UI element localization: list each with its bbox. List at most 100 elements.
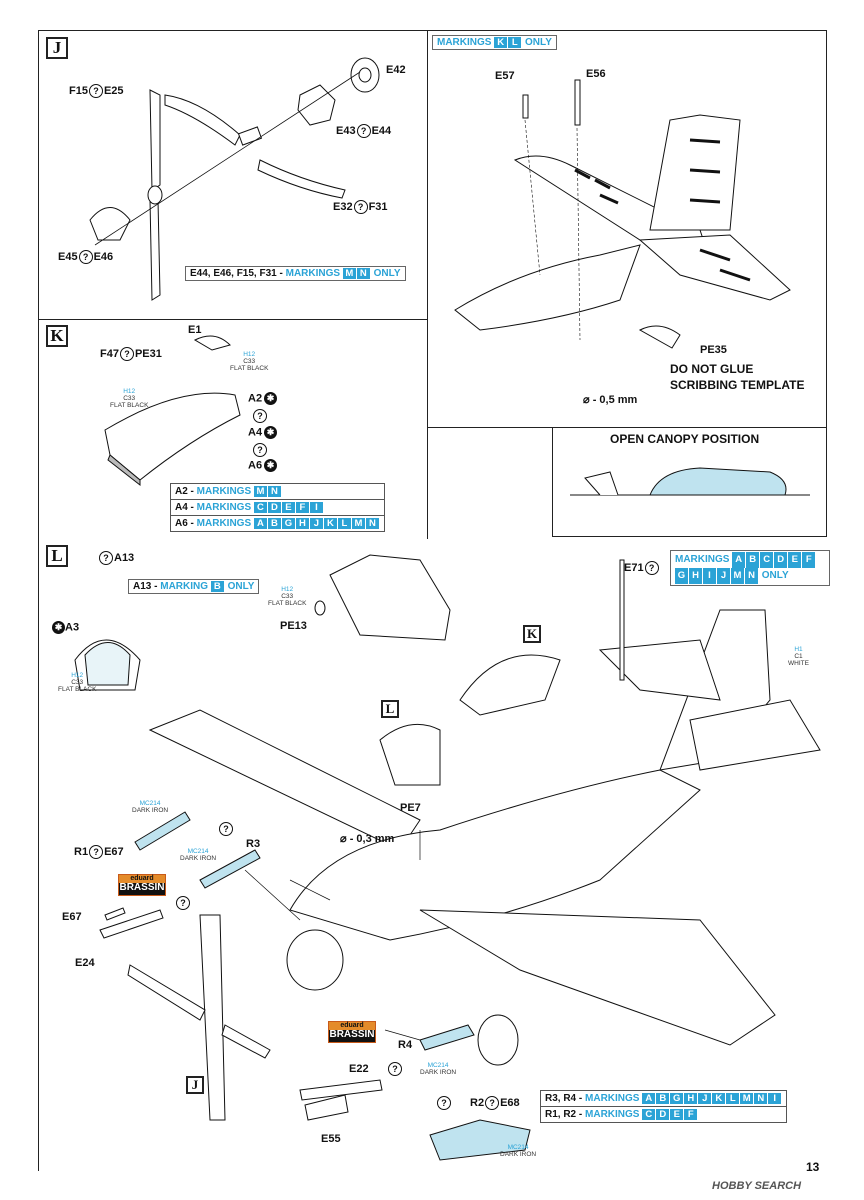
label-e43: E43 <box>336 124 356 137</box>
marking-letter: M <box>253 486 267 497</box>
question-r2: ? <box>436 1096 452 1110</box>
brassin-top: eduard <box>119 875 165 883</box>
label-a6-text: A6 <box>248 459 263 472</box>
marking-letter: K <box>712 1093 726 1104</box>
label-f47-pe31: F47?PE31 <box>100 347 162 361</box>
dark-iron-callout-3: MC214 DARK IRON <box>420 1062 456 1076</box>
label-e42: E42 <box>386 64 406 76</box>
label-e32: E32 <box>333 200 353 213</box>
paint-code: C33 <box>71 679 84 686</box>
label-e1: E1 <box>188 324 202 336</box>
markings-parts: A13 - <box>133 581 161 592</box>
question-icon: ? <box>89 845 104 859</box>
marking-letter: N <box>745 568 758 584</box>
marking-letter: H <box>684 1093 698 1104</box>
paint-callout-k-1: H12 C33 FLAT BLACK <box>230 351 268 372</box>
marking-letter: C <box>253 502 267 513</box>
marking-letter: C <box>760 552 774 568</box>
paint-code: H12 <box>71 672 84 679</box>
label-pe35: PE35 <box>700 344 727 356</box>
label-pe31: PE31 <box>134 347 162 360</box>
question-e22: ? <box>387 1062 403 1076</box>
label-r3: R3 <box>246 838 261 850</box>
label-f47: F47 <box>100 347 119 360</box>
paint-name: DARK IRON <box>132 807 169 814</box>
table-part: A4 - <box>175 502 197 513</box>
marking-letter: M <box>351 518 365 529</box>
marking-letter: I <box>703 568 716 584</box>
markings-word: MARKINGS <box>196 518 252 529</box>
paint-code: C1 <box>794 653 803 660</box>
paint-callout-l: H12 C33 FLAT BLACK <box>58 672 96 693</box>
label-e45-e46: E45?E46 <box>58 250 113 264</box>
page-number: 13 <box>806 1160 820 1174</box>
marking-letter: I <box>768 1093 782 1104</box>
marking-letter: J <box>717 568 730 584</box>
marking-letter: D <box>267 502 281 513</box>
panel-main <box>38 539 827 1171</box>
label-pe13: PE13 <box>280 620 307 632</box>
label-e22: E22 <box>349 1063 369 1075</box>
label-a2: A2✱ <box>248 392 278 405</box>
marking-letter: B <box>267 518 281 529</box>
markings-suffix: ONLY <box>373 268 401 279</box>
label-f15-e25: F15?E25 <box>69 84 124 98</box>
question-icon: ? <box>119 347 134 361</box>
table-part: R1, R2 - <box>545 1109 586 1120</box>
paint-code: C33 <box>123 395 136 402</box>
label-a13: ?A13 <box>98 551 134 565</box>
paint-name: FLAT BLACK <box>58 686 97 693</box>
star-icon: ✱ <box>264 459 278 472</box>
dark-iron-callout-4: MC214 DARK IRON <box>500 1144 536 1158</box>
dark-iron-callout-2: MC214 DARK IRON <box>180 848 216 862</box>
paint-name: DARK IRON <box>180 855 217 862</box>
table-part: A6 - <box>175 518 197 529</box>
label-e56: E56 <box>586 68 606 80</box>
marking-letter: E <box>788 552 802 568</box>
label-a4-text: A4 <box>248 426 263 439</box>
question-icon: ? <box>88 84 103 98</box>
label-f31: F31 <box>368 200 388 213</box>
marking-letter: F <box>295 502 309 513</box>
paint-name: FLAT BLACK <box>230 365 269 372</box>
paint-code: MC214 <box>507 1144 529 1151</box>
panel-tail <box>427 30 827 428</box>
paint-code: MC214 <box>139 800 161 807</box>
question-icon: ? <box>99 551 113 565</box>
open-canopy-title: OPEN CANOPY POSITION <box>610 432 760 446</box>
note-do-not-glue: DO NOT GLUE <box>670 362 754 376</box>
markings-word: MARKINGS <box>585 1109 640 1120</box>
label-f15: F15 <box>69 84 88 97</box>
section-tag-l: L <box>46 545 68 567</box>
marking-letter: I <box>309 502 323 513</box>
marking-letter: N <box>754 1093 768 1104</box>
label-r2: R2 <box>470 1096 485 1109</box>
marking-letter: J <box>309 518 323 529</box>
brassin-logo-1: eduard BRASSIN <box>118 874 166 896</box>
marking-letter: M <box>342 268 356 279</box>
label-a3-text: A3 <box>65 621 80 634</box>
marking-letter: B <box>210 581 224 592</box>
label-e55: E55 <box>321 1133 341 1145</box>
paint-name: DARK IRON <box>500 1151 537 1158</box>
watermark: HOBBY SEARCH <box>712 1180 802 1192</box>
label-e45: E45 <box>58 250 78 263</box>
brassin-bottom: BRASSIN <box>329 1029 375 1040</box>
paint-name: FLAT BLACK <box>110 402 149 409</box>
marking-letter: N <box>365 518 379 529</box>
step-ref-j: J <box>186 1076 204 1094</box>
label-a6: A6✱ <box>248 459 278 472</box>
label-e24: E24 <box>75 957 95 969</box>
question-a2-a4: ? <box>252 409 268 423</box>
step-ref-k: K <box>523 625 541 643</box>
table-part: R3, R4 - <box>545 1093 586 1104</box>
marking-letter: M <box>740 1093 754 1104</box>
label-e57: E57 <box>495 70 515 82</box>
step-ref-l: L <box>381 700 399 718</box>
question-icon: ? <box>253 409 267 423</box>
label-e67: E67 <box>62 911 82 923</box>
